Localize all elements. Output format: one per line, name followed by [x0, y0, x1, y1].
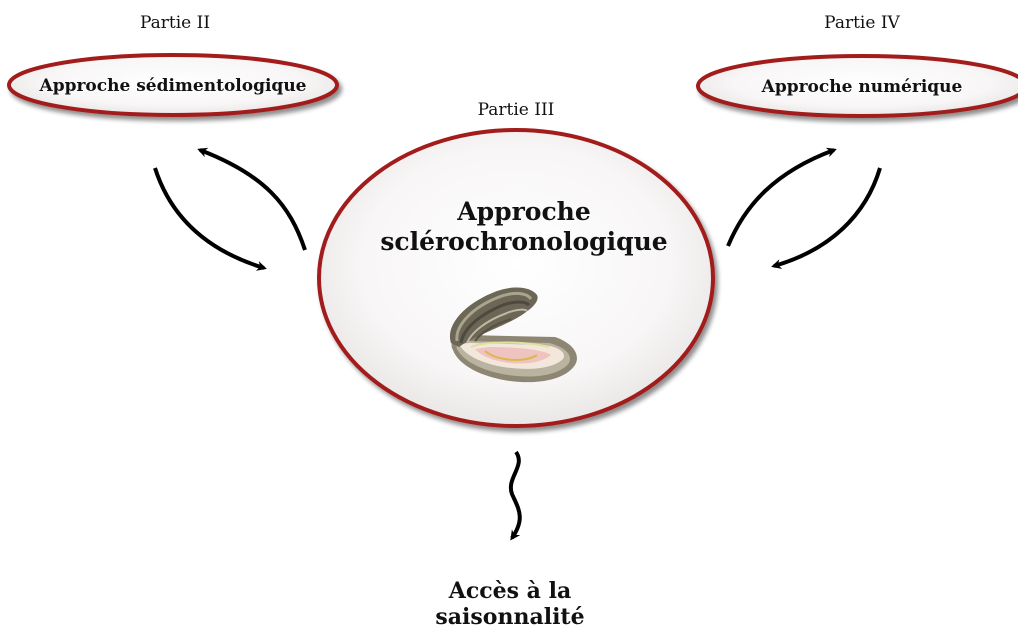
arrow-down-wavy [508, 450, 522, 541]
node-right-label: Approche numérique [761, 77, 963, 97]
node-right: Approche numérique [696, 54, 1018, 118]
arrow-right-down [771, 167, 882, 269]
node-left: Approche sédimentologique [7, 53, 339, 117]
part-label-center: Partie III [478, 100, 555, 120]
shell-icon [449, 287, 577, 383]
part-label-left: Partie II [140, 13, 210, 33]
node-right-ellipse [696, 54, 1018, 118]
result-label-line1: Accès à la [448, 578, 571, 604]
node-left-ellipse [7, 53, 339, 117]
node-center-label-line1: Approche [456, 197, 591, 226]
node-center-ellipse [317, 128, 715, 428]
arrow-left-up [197, 147, 307, 251]
part-label-right: Partie IV [824, 13, 900, 33]
result-label-line2: saisonnalité [435, 604, 584, 630]
node-center-label-line2: sclérochronologique [380, 227, 667, 256]
arrow-right-up [726, 147, 837, 247]
result: Accès à la saisonnalité [435, 578, 584, 630]
node-center: Approche sclérochronologique [317, 128, 715, 428]
arrow-left-down [153, 167, 267, 271]
node-left-label: Approche sédimentologique [39, 76, 307, 96]
